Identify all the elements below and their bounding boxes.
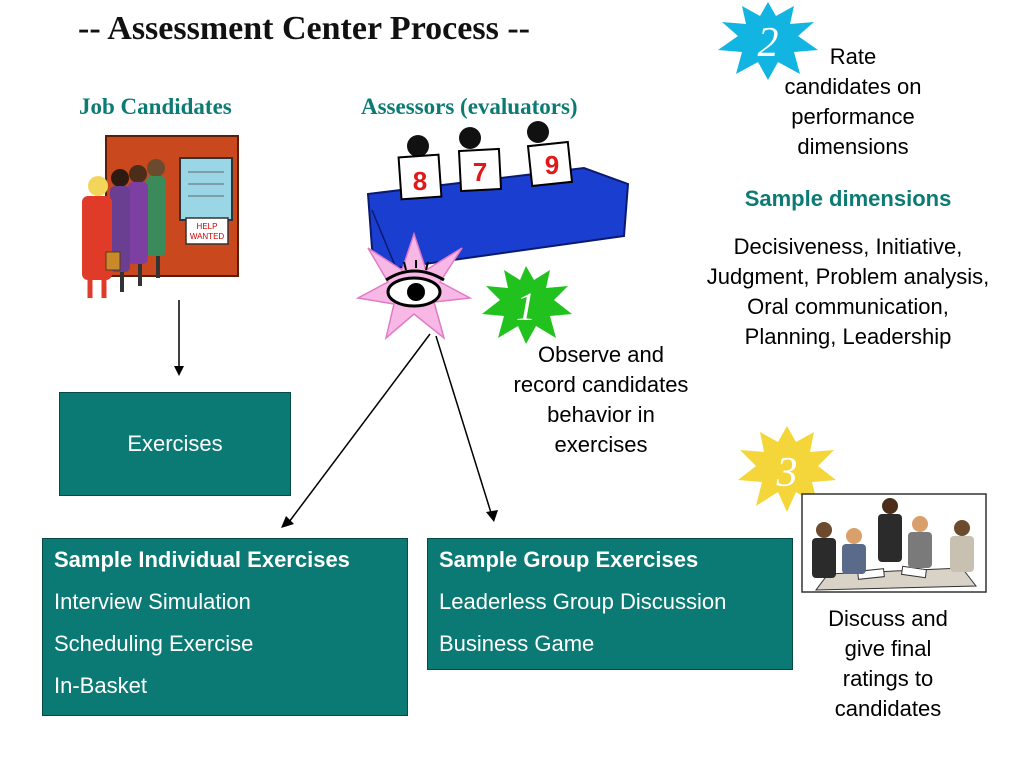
page-title: -- Assessment Center Process -- bbox=[78, 10, 530, 47]
job-candidates-heading: Job Candidates bbox=[79, 94, 232, 119]
step-1-line: record candidates bbox=[513, 372, 689, 397]
group-exercise-item: Leaderless Group Discussion bbox=[439, 589, 727, 614]
help-sign-line1: HELP bbox=[197, 222, 218, 231]
score-9: 9 bbox=[545, 150, 559, 180]
dimension-line: Judgment, Problem analysis, bbox=[706, 264, 990, 289]
dimension-line: Planning, Leadership bbox=[744, 324, 952, 349]
step-2-number: 2 bbox=[758, 20, 779, 66]
step-2-line: candidates on bbox=[784, 74, 922, 99]
step-3-line: ratings to bbox=[842, 666, 934, 691]
step-3-number: 3 bbox=[776, 450, 798, 496]
group-exercises-title: Sample Group Exercises bbox=[439, 547, 699, 572]
group-exercise-item: Business Game bbox=[439, 631, 595, 656]
job-candidates-illustration: HELP WANTED bbox=[82, 135, 239, 298]
step-3-line: candidates bbox=[834, 696, 942, 721]
step-3-badge-icon: 3 bbox=[738, 426, 836, 512]
assessors-heading: Assessors (evaluators) bbox=[361, 94, 578, 119]
individual-exercise-item: Scheduling Exercise bbox=[54, 631, 254, 656]
dimension-line: Decisiveness, Initiative, bbox=[733, 234, 963, 259]
individual-exercise-item: In-Basket bbox=[54, 673, 147, 698]
exercises-box: Exercises bbox=[59, 392, 291, 496]
step-2-line: performance bbox=[791, 104, 915, 129]
step-1-line: exercises bbox=[554, 432, 648, 457]
individual-exercise-item: Interview Simulation bbox=[54, 589, 251, 614]
step-3-line: Discuss and bbox=[828, 606, 948, 631]
group-exercises-box: Sample Group Exercises Leaderless Group … bbox=[427, 538, 793, 670]
score-7: 7 bbox=[473, 157, 487, 187]
individual-exercises-title: Sample Individual Exercises bbox=[54, 547, 350, 572]
help-sign-line2: WANTED bbox=[190, 232, 225, 241]
individual-exercises-box: Sample Individual Exercises Interview Si… bbox=[42, 538, 408, 716]
step-3-line: give final bbox=[844, 636, 932, 661]
step-2-line: dimensions bbox=[797, 134, 909, 159]
step-1-number: 1 bbox=[516, 284, 536, 329]
step-1-line: behavior in bbox=[547, 402, 655, 427]
step-2-description: Rate candidates on performance dimension… bbox=[758, 42, 948, 162]
step-3-description: Discuss and give final ratings to candid… bbox=[790, 604, 986, 724]
dimension-line: Oral communication, bbox=[747, 294, 949, 319]
sample-dimensions-heading: Sample dimensions bbox=[744, 186, 952, 211]
step-1-line: Observe and bbox=[538, 342, 664, 367]
step-2-line: Rate bbox=[829, 44, 877, 69]
step-1-description: Observe and record candidates behavior i… bbox=[494, 340, 708, 460]
score-8: 8 bbox=[413, 166, 427, 196]
sample-dimensions-list: Decisiveness, Initiative, Judgment, Prob… bbox=[676, 232, 1020, 352]
assessors-illustration: 8 7 9 bbox=[366, 121, 630, 270]
step-2-badge-icon: 2 bbox=[718, 2, 818, 80]
step-1-badge-icon: 1 bbox=[482, 266, 572, 344]
meeting-illustration bbox=[801, 493, 987, 593]
candidates-to-exercises-arrow bbox=[174, 300, 184, 376]
observing-eye-icon bbox=[355, 231, 473, 341]
